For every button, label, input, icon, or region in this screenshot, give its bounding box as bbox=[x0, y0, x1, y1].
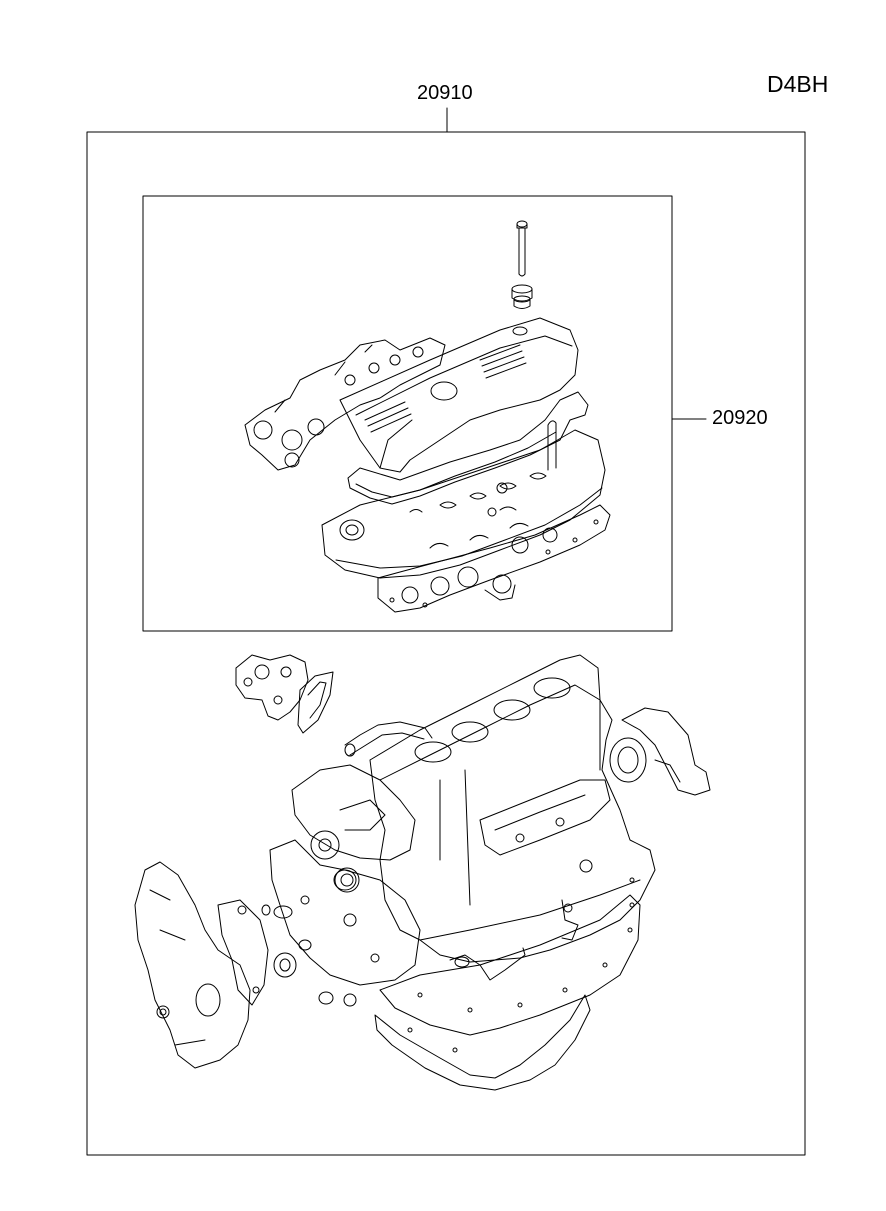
valve-cover-icon bbox=[340, 318, 578, 472]
water-pipe-icon bbox=[345, 722, 432, 756]
part-number-20910[interactable]: 20910 bbox=[417, 82, 473, 104]
head-kit-frame bbox=[143, 196, 672, 631]
head-bolt-icon bbox=[517, 221, 527, 276]
rear-oil-seal-icon bbox=[610, 708, 710, 795]
front-case-icon bbox=[270, 840, 420, 985]
valve-cover-gasket-icon bbox=[348, 392, 588, 504]
overall-kit-frame bbox=[87, 132, 805, 1155]
cylinder-head-assembly-drawing-icon bbox=[245, 221, 610, 612]
grommet-icon bbox=[512, 285, 532, 309]
manifold-gasket-icon bbox=[245, 338, 445, 470]
thermostat-housing-icon bbox=[236, 655, 333, 733]
engine-code-label: D4BH bbox=[767, 71, 829, 97]
head-gasket-icon bbox=[378, 505, 610, 612]
cylinder-head-body-icon bbox=[322, 421, 605, 578]
engine-block-body-icon bbox=[370, 655, 655, 962]
oil-pipe-icon bbox=[450, 900, 578, 980]
part-number-20920[interactable]: 20920 bbox=[712, 407, 768, 429]
timing-cover-gasket-icon bbox=[135, 862, 250, 1068]
oil-pan-gasket-icon bbox=[380, 878, 640, 1035]
seal-ring-icon bbox=[218, 870, 356, 1006]
water-pump-icon bbox=[292, 765, 415, 860]
engine-block-assembly-drawing-icon bbox=[135, 655, 710, 1090]
oil-pan-icon bbox=[375, 995, 590, 1090]
